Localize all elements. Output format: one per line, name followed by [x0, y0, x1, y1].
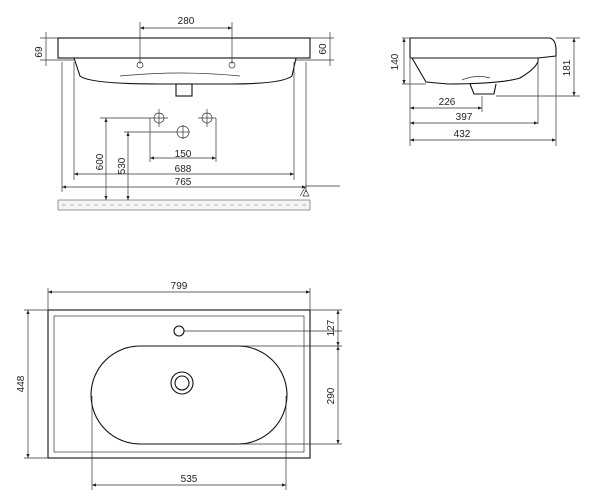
top-drain	[170, 371, 194, 395]
dim-530: 530	[117, 157, 128, 174]
side-view: 140 181 226 397 432	[390, 37, 580, 146]
dim-150: 150	[175, 149, 192, 160]
top-faucet-hole	[173, 325, 185, 337]
dim-181: 181	[562, 59, 573, 76]
dim-60: 60	[318, 43, 329, 55]
dim-226: 226	[439, 97, 456, 108]
dim-688: 688	[175, 164, 192, 175]
side-rim	[410, 37, 557, 59]
dim-397: 397	[456, 112, 473, 123]
dim-432: 432	[454, 129, 471, 140]
top-outline	[47, 309, 311, 459]
dim-799: 799	[171, 281, 188, 292]
dim-69: 69	[34, 46, 45, 58]
top-view: 799 448 127 290 535	[16, 281, 342, 490]
dim-448: 448	[16, 375, 27, 392]
top-bowl	[90, 345, 288, 445]
side-bowl	[411, 57, 539, 85]
front-drain	[175, 83, 193, 97]
dim-140: 140	[390, 53, 401, 70]
dim-600: 600	[95, 153, 106, 170]
dim-127: 127	[326, 319, 337, 336]
dim-280: 280	[178, 16, 195, 27]
dim-765: 765	[175, 177, 192, 188]
front-basin-bowl	[73, 57, 297, 85]
front-view: 280 69 60 150 600 530	[34, 16, 340, 211]
front-basin-rim	[57, 37, 311, 59]
dim-535: 535	[181, 474, 198, 485]
dim-290: 290	[326, 387, 337, 404]
